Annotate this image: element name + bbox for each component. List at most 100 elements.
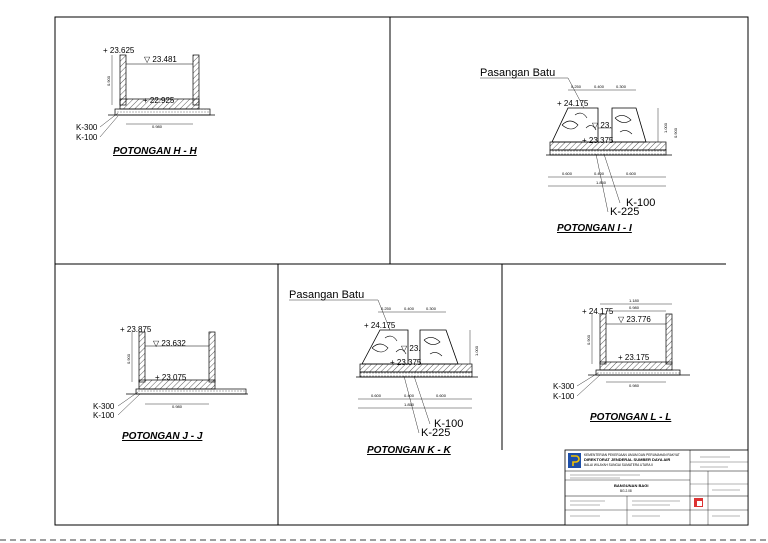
section-h-h: 0.900 0.980 + 23.625 ▽ 23.481 + 22.925 K… <box>76 46 215 157</box>
elev-water: ▽ 23. <box>401 344 421 353</box>
dim-bottom-2: 0.400 <box>404 393 415 398</box>
lean-concrete <box>359 371 473 378</box>
org-line-1: KEMENTERIAN PEKERJAAN UMUM DAN PERUMAHAN… <box>584 453 680 457</box>
dim-bottom-2: 0.400 <box>594 171 605 176</box>
wall-right <box>665 313 673 365</box>
leader-2 <box>117 393 141 416</box>
dim-top-3: 0.300 <box>426 306 437 311</box>
material-label-1: K-100 <box>434 418 463 430</box>
elev-bottom: + 23.175 <box>618 353 650 362</box>
section-title: POTONGAN H - H <box>113 146 197 157</box>
material-label-1: K-300 <box>76 123 98 132</box>
leader-2 <box>576 374 601 397</box>
dim-h1: 1.000 <box>663 122 668 133</box>
drawing-name: BANGUNAN BAGI <box>614 483 648 488</box>
lean-concrete <box>595 369 681 376</box>
section-title: POTONGAN I - I <box>557 223 632 234</box>
dim-top-3: 0.300 <box>616 84 627 89</box>
leader-2 <box>595 153 609 213</box>
dim-top-2: 0.980 <box>629 305 640 310</box>
material-label-2: K-225 <box>421 427 450 439</box>
elev-bottom: + 22.925 <box>143 96 175 105</box>
section-i-i: Pasangan Batu 0.250 0.400 0.300 + 24.175… <box>480 67 678 234</box>
dim-height: 0.900 <box>586 334 591 345</box>
leader-2 <box>99 115 119 138</box>
elev-bottom: + 23.075 <box>155 373 187 382</box>
material-label-1: K-300 <box>553 382 575 391</box>
stone-masonry-right <box>419 329 459 365</box>
elev-top: + 24.175 <box>557 99 589 108</box>
title-block: KEMENTERIAN PEKERJAAN UMUM DAN PERUMAHAN… <box>564 449 749 526</box>
org-line-2: DIREKTORAT JENDERAL SUMBER DAYA AIR <box>584 457 670 462</box>
section-k-k: Pasangan Batu 0.250 0.400 0.300 + 24.175… <box>289 289 479 456</box>
dim-h1: 1.000 <box>474 345 479 356</box>
elev-bottom: + 23.375 <box>582 136 614 145</box>
dim-width: 0.980 <box>629 383 640 388</box>
elev-top: + 24.175 <box>364 321 396 330</box>
material-label-1: K-300 <box>93 402 115 411</box>
section-title: POTONGAN K - K <box>367 445 451 456</box>
dim-top-1: 1.180 <box>629 298 640 303</box>
lean-concrete <box>549 149 667 156</box>
material-label-2: K-100 <box>76 133 98 142</box>
elev-top: + 23.875 <box>120 325 152 334</box>
leader-1 <box>117 391 139 407</box>
dim-width: 0.980 <box>152 124 163 129</box>
leader-note-arrow <box>567 77 586 111</box>
leader-note-arrow <box>377 299 391 331</box>
leader-1 <box>603 153 621 204</box>
wall-left <box>119 54 127 106</box>
material-label-1: K-100 <box>626 197 655 209</box>
dim-bottom-1: 0.600 <box>371 393 382 398</box>
material-label-2: K-100 <box>93 411 115 420</box>
dim-bottom-3: 0.600 <box>436 393 447 398</box>
dim-total: 1.850 <box>596 180 607 185</box>
elev-bottom: + 23.375 <box>390 358 422 367</box>
dim-width: 0.980 <box>172 404 183 409</box>
note-pasangan-batu: Pasangan Batu <box>289 289 364 301</box>
wall-left <box>138 331 146 383</box>
company-logo-icon <box>694 498 703 507</box>
floor-slab <box>599 361 673 371</box>
wall-right <box>208 331 216 383</box>
sheet-border <box>54 16 749 526</box>
section-l-l: 1.180 0.980 0.900 0.980 + 24.175 ▽ 23.77… <box>553 298 690 423</box>
note-pasangan-batu: Pasangan Batu <box>480 67 555 79</box>
pupr-logo-icon <box>568 453 581 468</box>
lean-concrete <box>135 388 247 395</box>
section-title: POTONGAN J - J <box>122 431 203 442</box>
elev-water: ▽ 23.481 <box>144 55 177 64</box>
dim-height: 0.900 <box>106 75 111 86</box>
dim-bottom-1: 0.600 <box>562 171 573 176</box>
stone-masonry-right <box>611 107 647 143</box>
title-block-frame <box>564 449 749 526</box>
dim-total: 1.850 <box>404 402 415 407</box>
material-label-2: K-100 <box>553 392 575 401</box>
material-label-2: K-225 <box>610 206 639 218</box>
dim-height: 0.900 <box>126 353 131 364</box>
lean-concrete <box>114 108 211 116</box>
elev-water: ▽ 23.776 <box>618 315 651 324</box>
stone-texture <box>561 112 633 135</box>
leader-1 <box>576 372 599 387</box>
small-print-lines <box>570 456 740 517</box>
leader-2 <box>403 375 420 434</box>
dim-bottom-3: 0.600 <box>626 171 637 176</box>
dim-h2: 0.900 <box>673 127 678 138</box>
dim-top-2: 0.400 <box>594 84 605 89</box>
dim-top-2: 0.400 <box>404 306 415 311</box>
stone-texture <box>371 335 443 357</box>
leader-1 <box>99 112 119 128</box>
dim-top-1: 0.250 <box>571 84 582 89</box>
elev-water: ▽ 23. <box>592 121 612 130</box>
elev-top: + 24.175 <box>582 307 614 316</box>
drawing-code: BG.2.08 <box>620 489 632 493</box>
org-line-3: BALAI WILAYAH SUNGAI SUMATERA UTARA II <box>584 463 653 467</box>
section-title: POTONGAN L - L <box>590 412 671 423</box>
section-j-j: 0.900 0.980 + 23.875 ▽ 23.632 + 23.075 K… <box>93 325 248 442</box>
wall-left <box>599 313 607 365</box>
elev-water: ▽ 23.632 <box>153 339 186 348</box>
leader-1 <box>413 375 431 425</box>
elev-top: + 23.625 <box>103 46 135 55</box>
